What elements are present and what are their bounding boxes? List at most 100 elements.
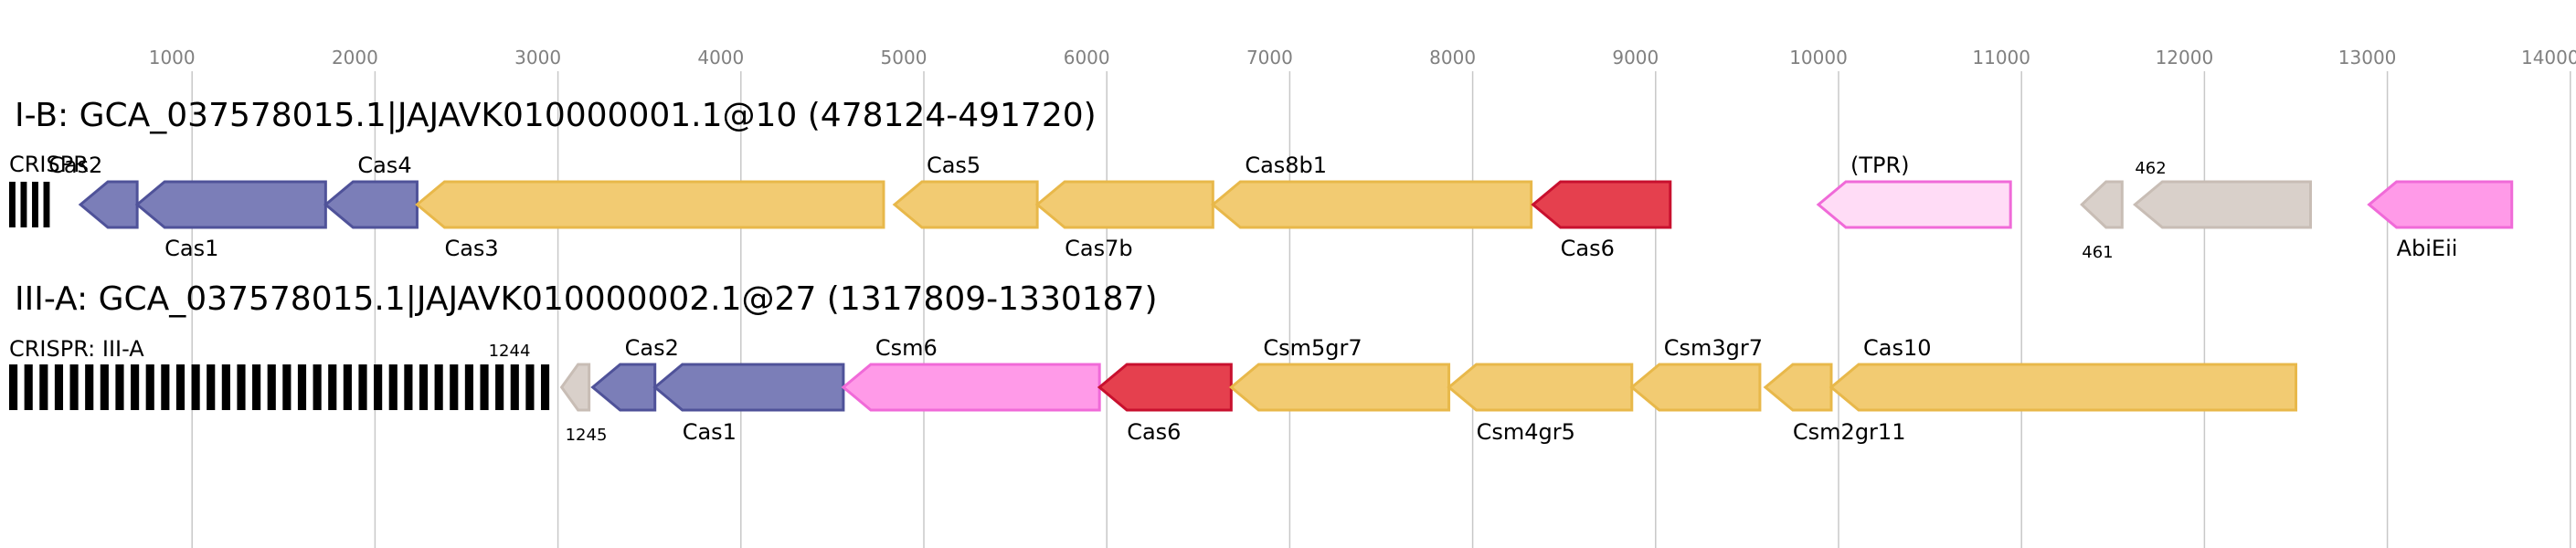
crispr-repeat — [85, 364, 94, 410]
gene-label-csm3gr7: Csm3gr7 — [1664, 335, 1763, 361]
gene-label-cas1: Cas1 — [164, 236, 218, 261]
tick-label-4000: 4000 — [697, 47, 744, 68]
tick-label-14000: 14000 — [2521, 47, 2576, 68]
gene-cas4 — [323, 180, 419, 229]
crispr-repeat — [175, 364, 186, 410]
gene-csm4gr5 — [1447, 363, 1634, 412]
tick-label-11000: 11000 — [1972, 47, 2030, 68]
crispr-repeat — [39, 364, 48, 410]
crispr-repeat — [9, 182, 16, 227]
crispr-repeat — [115, 364, 124, 410]
crispr-repeat — [9, 364, 18, 410]
crispr-repeat — [32, 182, 38, 227]
gene-cas1 — [134, 180, 327, 229]
crispr-repeat — [252, 364, 261, 410]
gene-cas5 — [892, 180, 1039, 229]
gene-csm6 — [841, 363, 1101, 412]
crispr-repeat — [24, 364, 33, 410]
crispr-repeat — [161, 364, 170, 410]
crispr-array — [9, 182, 50, 227]
gene-csm3gr7 — [1629, 363, 1762, 412]
gene-label-cas1: Cas1 — [683, 419, 737, 445]
gene-label-462: 462 — [2135, 159, 2166, 178]
crispr-repeat — [313, 364, 322, 410]
tick-label-8000: 8000 — [1429, 47, 1476, 68]
gene-abieii — [2367, 180, 2514, 229]
gene-cas7b — [1034, 180, 1214, 229]
gene-label-cas10: Cas10 — [1863, 335, 1932, 361]
locus-2: III-A: GCA_037578015.1|JAJAVK010000002.1… — [9, 280, 2297, 445]
gene-cas2 — [78, 180, 139, 229]
tick-label-3000: 3000 — [514, 47, 561, 68]
gene-label-cas2: Cas2 — [48, 153, 102, 178]
crispr-repeat — [404, 364, 413, 410]
locus-1: I-B: GCA_037578015.1|JAJAVK010000001.1@1… — [9, 97, 2514, 262]
gene-cas1 — [652, 363, 845, 412]
gene-label-cas3: Cas3 — [444, 236, 498, 261]
crispr-repeat — [480, 364, 489, 410]
gene-csm5gr7 — [1228, 363, 1451, 412]
crispr-repeat — [267, 364, 276, 410]
crispr-label: CRISPR: III-A — [9, 336, 144, 362]
gene-cas6 — [1531, 180, 1672, 229]
crispr-repeat — [282, 364, 292, 410]
gene-label-1244: 1244 — [489, 342, 531, 361]
gene-label-cas8b1: Cas8b1 — [1245, 153, 1327, 178]
crispr-repeat — [328, 364, 337, 410]
crispr-repeat — [358, 364, 367, 410]
tick-label-12000: 12000 — [2156, 47, 2214, 68]
gene-csm2gr11 — [1763, 363, 1833, 412]
crispr-repeat — [495, 364, 504, 410]
gene-label-csm6: Csm6 — [875, 335, 938, 361]
loci-layer: I-B: GCA_037578015.1|JAJAVK010000001.1@1… — [9, 97, 2514, 445]
gene-label-cas4: Cas4 — [357, 153, 411, 178]
crispr-label: CRISPR — [9, 152, 89, 177]
tick-label-9000: 9000 — [1612, 47, 1659, 68]
locus-title: I-B: GCA_037578015.1|JAJAVK010000001.1@1… — [15, 97, 1097, 134]
crispr-repeat — [191, 364, 200, 410]
gene-label-csm4gr5: Csm4gr5 — [1477, 419, 1575, 445]
gene-label-cas6: Cas6 — [1127, 419, 1181, 445]
crispr-repeat — [43, 182, 50, 227]
gene-tpr — [1816, 180, 2012, 229]
gene-label-abieii: AbiEii — [2397, 236, 2458, 261]
crispr-repeat — [388, 364, 398, 410]
tick-label-2000: 2000 — [332, 47, 378, 68]
crispr-repeat — [419, 364, 429, 410]
crispr-repeat — [297, 364, 307, 410]
crispr-repeat — [464, 364, 473, 410]
crispr-repeat — [20, 182, 27, 227]
crispr-repeat — [374, 364, 383, 410]
tick-label-13000: 13000 — [2338, 47, 2397, 68]
gene-label-cas5: Cas5 — [927, 153, 981, 178]
crispr-repeat — [207, 364, 216, 410]
gene-cas2 — [590, 363, 657, 412]
gene-label-cas7b: Cas7b — [1065, 236, 1132, 261]
crispr-repeat — [54, 364, 64, 410]
crispr-repeat — [131, 364, 140, 410]
locus-title: III-A: GCA_037578015.1|JAJAVK010000002.1… — [15, 280, 1158, 318]
crispr-repeat — [540, 364, 550, 410]
crispr-repeat — [221, 364, 230, 410]
gene-cas3 — [415, 180, 885, 229]
gene-label-461: 461 — [2082, 243, 2113, 262]
crispr-array — [9, 364, 550, 410]
crispr-repeat — [510, 364, 519, 410]
crispr-repeat — [237, 364, 246, 410]
crispr-repeat — [145, 364, 154, 410]
gene-461 — [2080, 180, 2124, 229]
tick-label-6000: 6000 — [1064, 47, 1110, 68]
gene-label-csm2gr11: Csm2gr11 — [1793, 419, 1906, 445]
crispr-repeat — [434, 364, 443, 410]
crispr-repeat — [343, 364, 352, 410]
gene-label-csm5gr7: Csm5gr7 — [1263, 335, 1362, 361]
crispr-repeat — [450, 364, 459, 410]
gene-462 — [2132, 180, 2313, 229]
gene-label-cas2: Cas2 — [625, 335, 679, 361]
crispr-repeat — [525, 364, 535, 410]
gene-cas6 — [1097, 363, 1233, 412]
tick-label-7000: 7000 — [1246, 47, 1293, 68]
gene-label-cas6: Cas6 — [1561, 236, 1615, 261]
